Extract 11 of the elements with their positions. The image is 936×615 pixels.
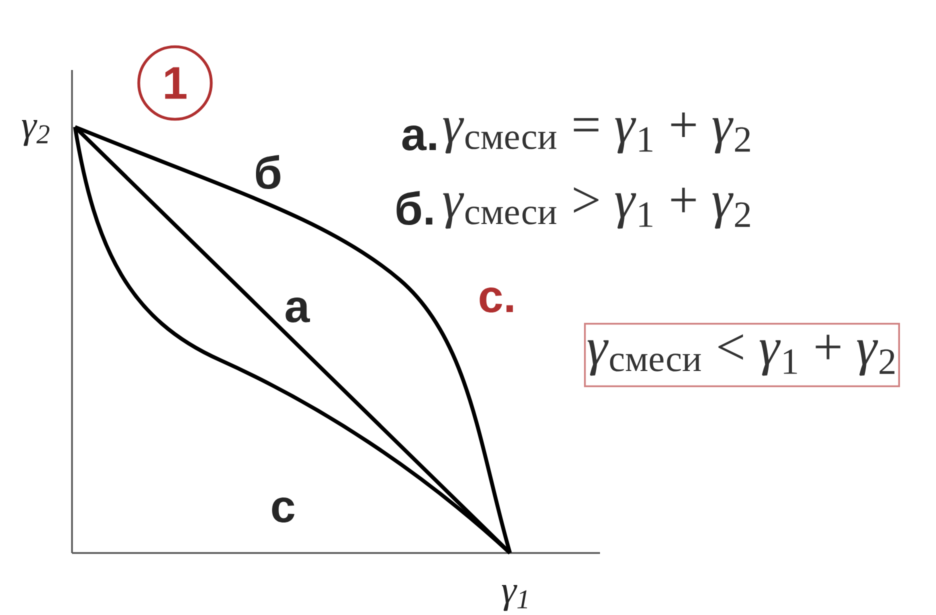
curve-label: а [286,297,310,322]
item-letter: б. [396,191,432,225]
axis-label: γ$_{1}$ [502,585,528,611]
item-letter: а. [402,125,436,150]
formula: γ$_{смеси}$ > γ$_{1}$ + γ$_{2}$ [443,187,750,229]
curve-label: б [256,155,280,189]
curve-label: с [272,497,294,522]
formula-box: γ$_{смеси}$ < γ$_{1}$ + γ$_{2}$ [584,322,900,388]
axis-label: γ$_{2}$ [22,120,50,146]
formula: γ$_{смеси}$ = γ$_{1}$ + γ$_{2}$ [443,112,750,154]
item-letter: с. [480,287,513,312]
